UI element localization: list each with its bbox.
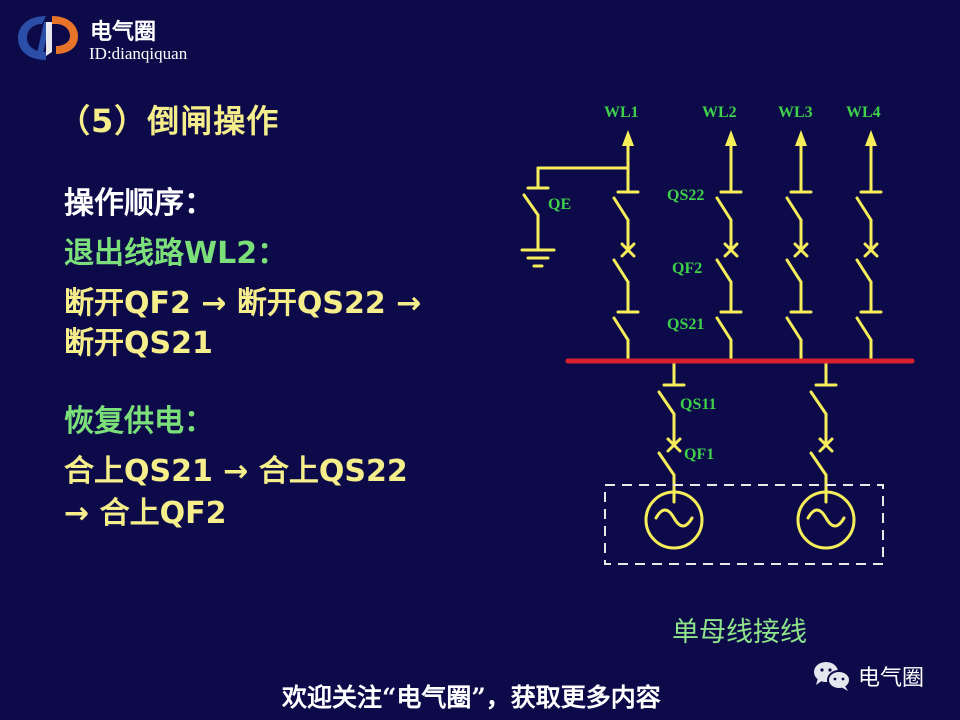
label-qf2: QF2	[672, 260, 702, 277]
wechat-label: 电气圈	[858, 666, 925, 691]
label-wl1: WL1	[604, 104, 639, 121]
exit-line-label: 退出线路WL2：	[64, 236, 288, 271]
source-branch-2	[796, 360, 856, 550]
wechat-badge: 电气圈	[812, 660, 924, 692]
restore-steps-line1: 合上QS21 → 合上QS22	[64, 454, 408, 489]
diagram-caption: 单母线接线	[672, 617, 807, 648]
single-bus-diagram: WL1 WL2 WL3 WL4 QE QS22 QF2 QS21 QS11 QF…	[520, 104, 915, 565]
label-qs21: QS21	[667, 316, 704, 333]
restore-label: 恢复供电：	[64, 404, 214, 439]
exit-steps-line2: 断开QS21	[64, 326, 213, 361]
feeder-arrows	[622, 130, 877, 146]
label-wl3: WL3	[778, 104, 813, 121]
label-qs11: QS11	[680, 396, 716, 413]
wechat-icon	[814, 662, 851, 691]
brand-id: ID:dianqiquan	[89, 44, 188, 63]
generator-box	[604, 484, 884, 565]
feeder-wl4	[855, 138, 883, 362]
feeder-wl1	[520, 138, 640, 362]
sequence-label: 操作顺序：	[64, 186, 214, 221]
restore-steps-line2: → 合上QF2	[64, 496, 227, 531]
feeder-wl3	[785, 138, 813, 362]
brand-logo-icon	[18, 16, 78, 60]
slide-title: （5）倒闸操作	[58, 102, 280, 140]
brand-name: 电气圈	[90, 20, 157, 45]
feeder-wl2	[715, 138, 743, 362]
label-qs22: QS22	[667, 187, 704, 204]
exit-steps-line1: 断开QF2 → 断开QS22 →	[64, 286, 422, 321]
label-qf1: QF1	[684, 446, 714, 463]
footer-text: 欢迎关注“电气圈”，获取更多内容	[282, 683, 661, 712]
label-qe: QE	[548, 196, 571, 213]
label-wl4: WL4	[846, 104, 881, 121]
label-wl2: WL2	[702, 104, 737, 121]
source-branch-1	[644, 360, 704, 550]
